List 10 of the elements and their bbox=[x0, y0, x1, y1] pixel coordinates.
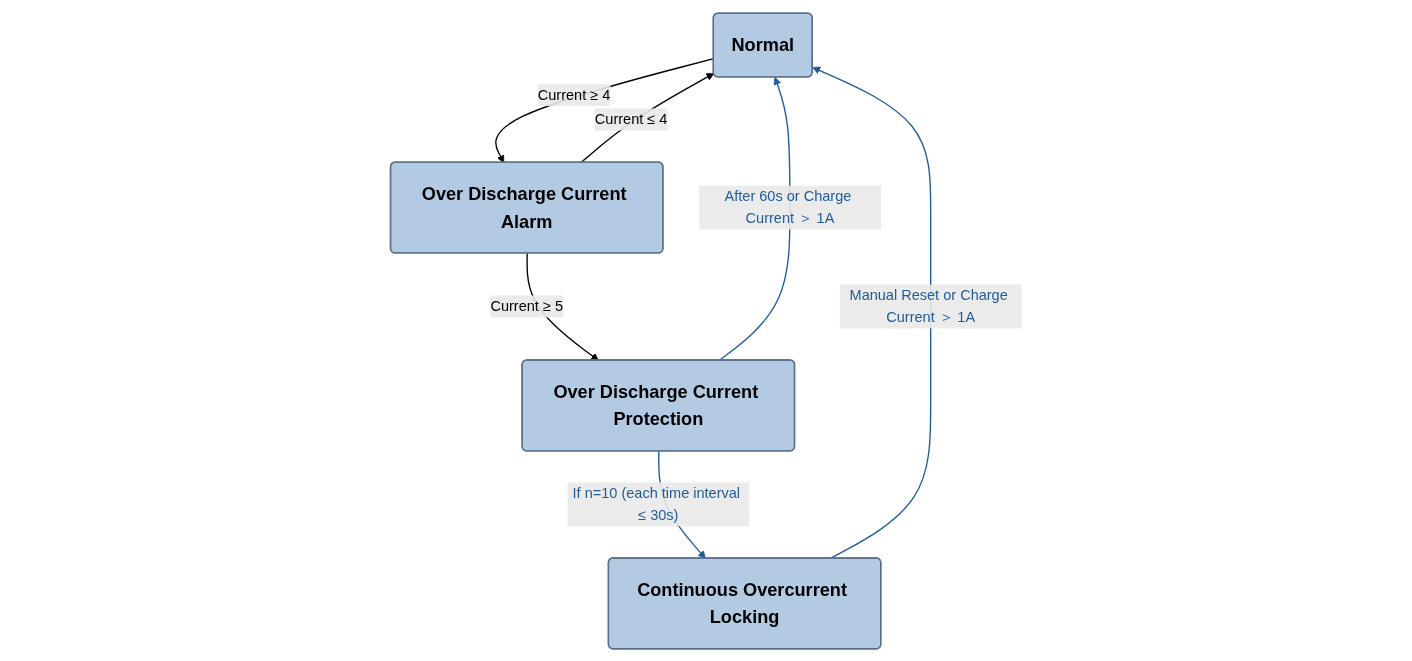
edge-label: Manual Reset or Charge Current ＞ 1A bbox=[849, 286, 1008, 325]
arrow bbox=[495, 57, 715, 163]
edge-label: Current ≤ 4 bbox=[594, 110, 668, 127]
edge-label: Current ≥ 4 bbox=[537, 86, 611, 102]
state-diagram: Current ≥ 4 Current ≤ 4 Current ≥ 5 After 60s or Charge Current ＞ 1A If n=10 (each time interval ≤ 30s) Manual Reset or Charge Current ＞ 1A Normal Over Discharge Current Alarm Over Discharge Current Protection Continuous Overcurrent Locking bbox=[6, 5, 1406, 656]
edge-label: If n=10 (each time interval ≤ 30s) bbox=[572, 484, 741, 523]
arrow bbox=[812, 66, 932, 559]
edge-label: After 60s or Charge Current ＞ 1A bbox=[724, 187, 852, 226]
arrow bbox=[580, 72, 715, 163]
edge-label: Current ≥ 5 bbox=[490, 297, 563, 314]
